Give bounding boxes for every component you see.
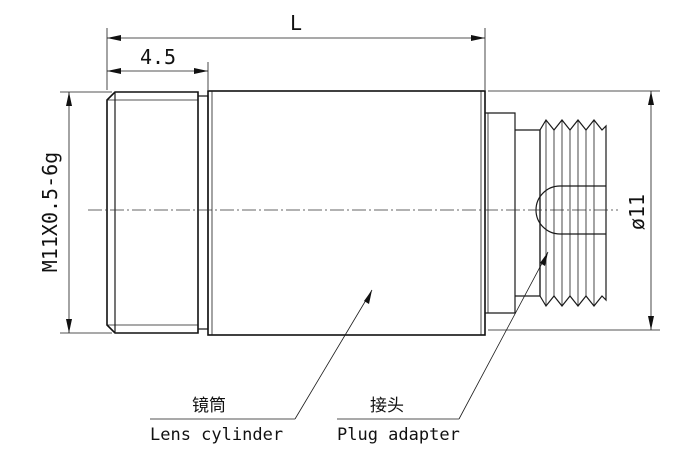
diameter-label: ø11	[625, 194, 649, 230]
callout-lens-cylinder-leader	[150, 289, 373, 420]
lens-cylinder-label-cn: 镜筒	[192, 396, 226, 416]
dimension-diameter	[488, 90, 660, 331]
dimension-thread	[60, 91, 112, 334]
plug-adapter-label-en: Plug adapter	[337, 425, 460, 445]
dimension-cap-length	[107, 62, 209, 90]
cap-length-label: 4.5	[140, 45, 176, 69]
dimension-overall-length	[106, 28, 486, 90]
lens-cylinder-label-en: Lens cylinder	[150, 425, 283, 445]
threaded-cap	[106, 91, 209, 334]
plug-adapter-body	[485, 112, 607, 314]
plug-adapter-label-cn: 接头	[370, 396, 404, 416]
lens-cylinder-body	[207, 90, 486, 336]
thread-spec-label: M11X0.5-6g	[38, 152, 62, 272]
length-label: L	[290, 11, 302, 35]
callout-plug-adapter-leader	[337, 251, 549, 420]
